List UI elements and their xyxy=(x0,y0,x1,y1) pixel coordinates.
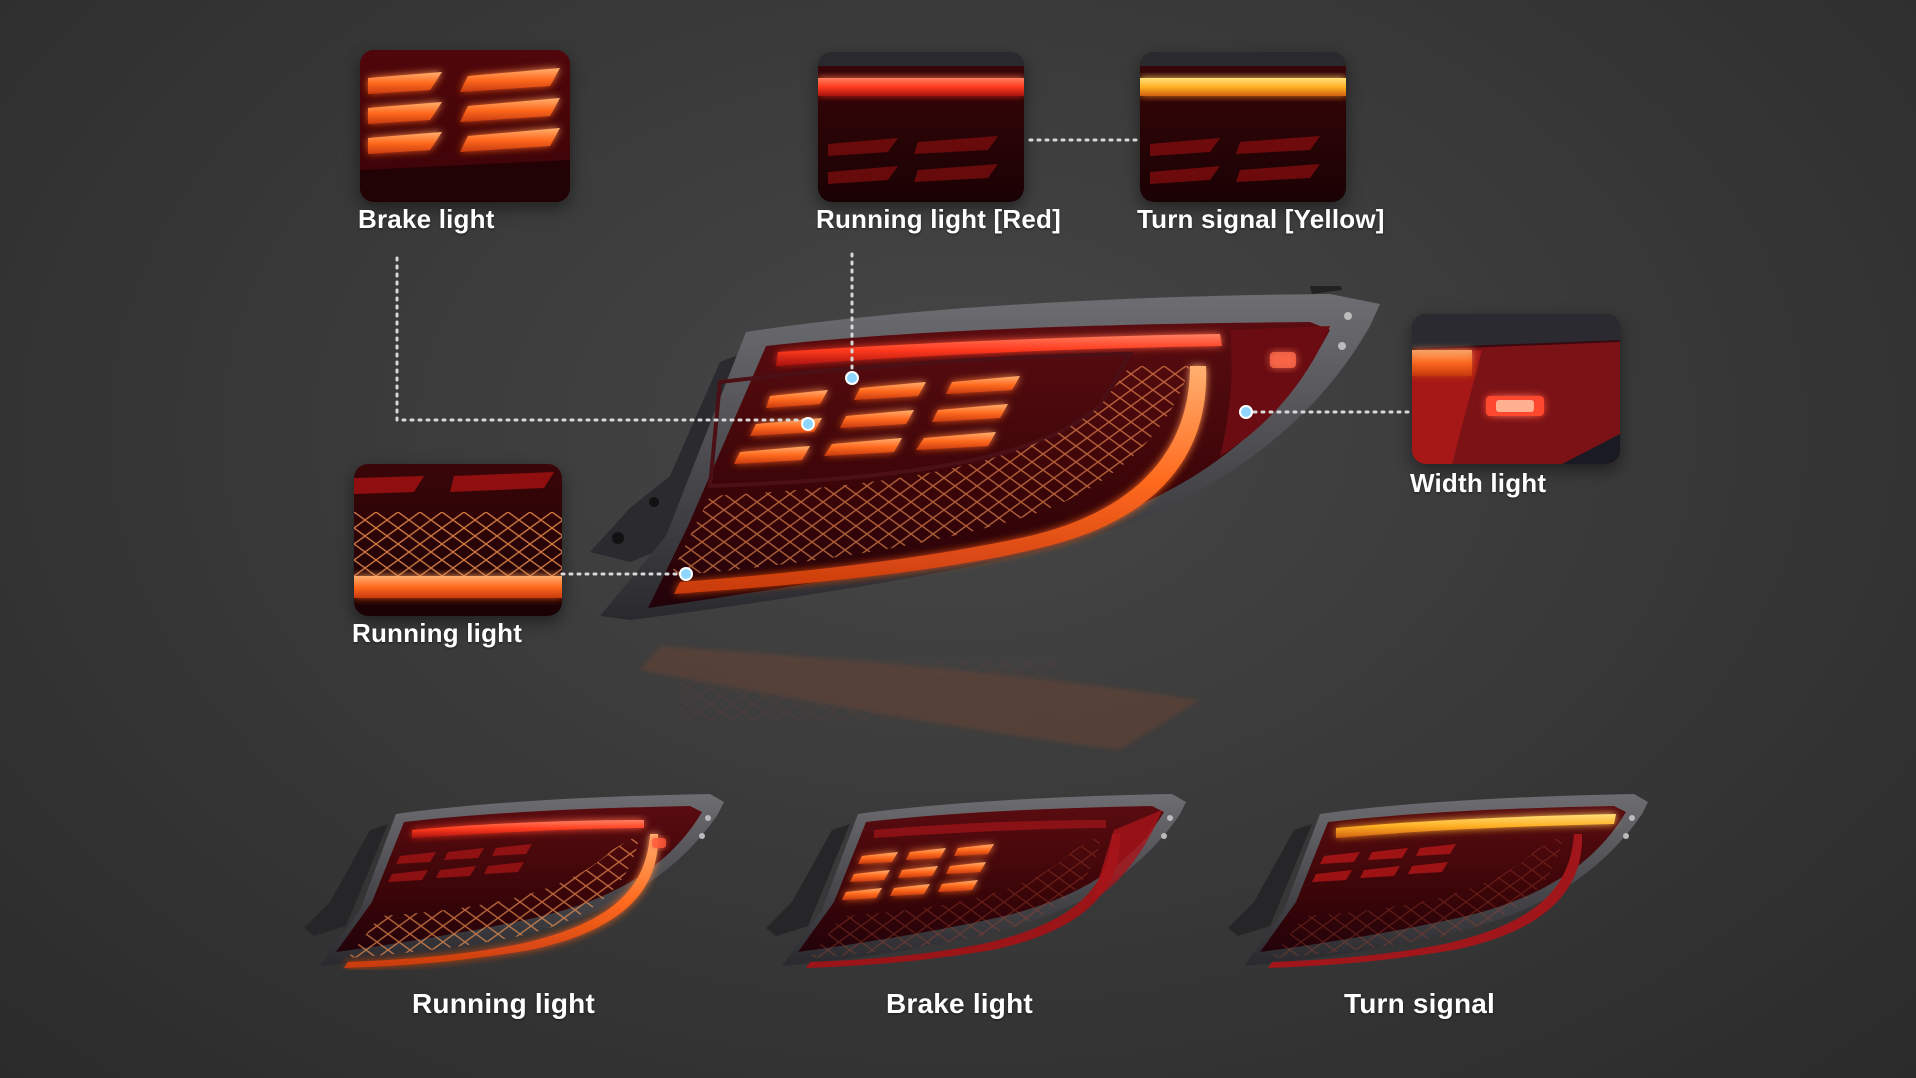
mode-label-turn-signal: Turn signal xyxy=(1344,988,1496,1019)
callout-label-running-light-red: Running light [Red] xyxy=(816,204,1061,234)
thumb-running-light xyxy=(354,464,562,616)
lamp-mode-turn xyxy=(1224,790,1654,970)
lamp-mode-running xyxy=(300,790,730,970)
callout-label-turn-signal-yellow: Turn signal [Yellow] xyxy=(1137,204,1385,234)
thumb-width-light xyxy=(1412,314,1620,464)
lamp-mode-brake xyxy=(762,790,1192,970)
mode-label-running-light: Running light xyxy=(412,988,595,1019)
callout-label-width-light: Width light xyxy=(1410,468,1547,498)
main-tail-lamp xyxy=(570,286,1390,626)
mode-label-brake-light: Brake light xyxy=(886,988,1033,1019)
marker-dot-brake xyxy=(801,417,815,431)
marker-dot-width xyxy=(1239,405,1253,419)
thumb-turn-signal-yellow xyxy=(1140,52,1346,202)
marker-dot-running xyxy=(679,567,693,581)
thumb-running-light-red xyxy=(818,52,1024,202)
callout-label-running-light: Running light xyxy=(352,618,523,648)
main-lamp-reflection xyxy=(600,640,1240,760)
callout-label-brake-light: Brake light xyxy=(358,204,495,234)
thumb-brake-light xyxy=(360,50,570,202)
marker-dot-running-red xyxy=(845,371,859,385)
